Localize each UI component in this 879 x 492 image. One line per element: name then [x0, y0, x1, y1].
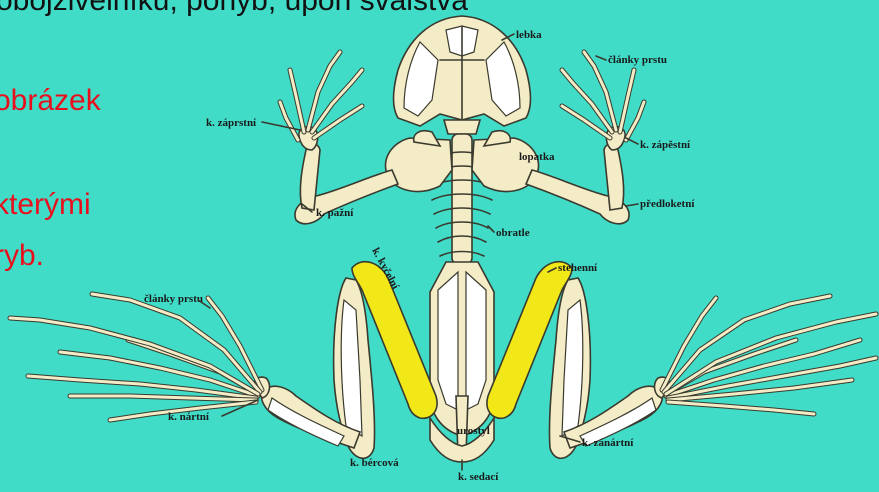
label-k-nartni: k. nártní — [168, 411, 210, 423]
label-lopatka: lopatka — [519, 151, 555, 163]
label-clanky-prstu-bottom: články prstu — [144, 293, 203, 305]
label-k-pazni: k. pažní — [316, 207, 354, 219]
label-lebka: lebka — [516, 29, 542, 41]
label-k-sedaci: k. sedací — [458, 471, 499, 483]
skull — [394, 16, 531, 134]
label-obratle: obratle — [496, 227, 530, 239]
label-k-bercova: k. bércová — [350, 457, 399, 469]
label-predlokretni: předloketní — [640, 198, 695, 210]
label-k-zanartni: k. zánártní — [582, 437, 634, 449]
left-arm — [280, 52, 398, 224]
right-leg — [549, 278, 876, 458]
label-clanky-prstu-top: články prstu — [608, 54, 667, 66]
label-k-zapestni: k. zápěstní — [640, 139, 691, 151]
left-leg — [10, 278, 375, 458]
label-urostyl: urostyl — [457, 425, 490, 437]
label-k-zaprstni: k. záprstní — [206, 117, 257, 129]
label-stehenni: stehenní — [558, 262, 598, 274]
